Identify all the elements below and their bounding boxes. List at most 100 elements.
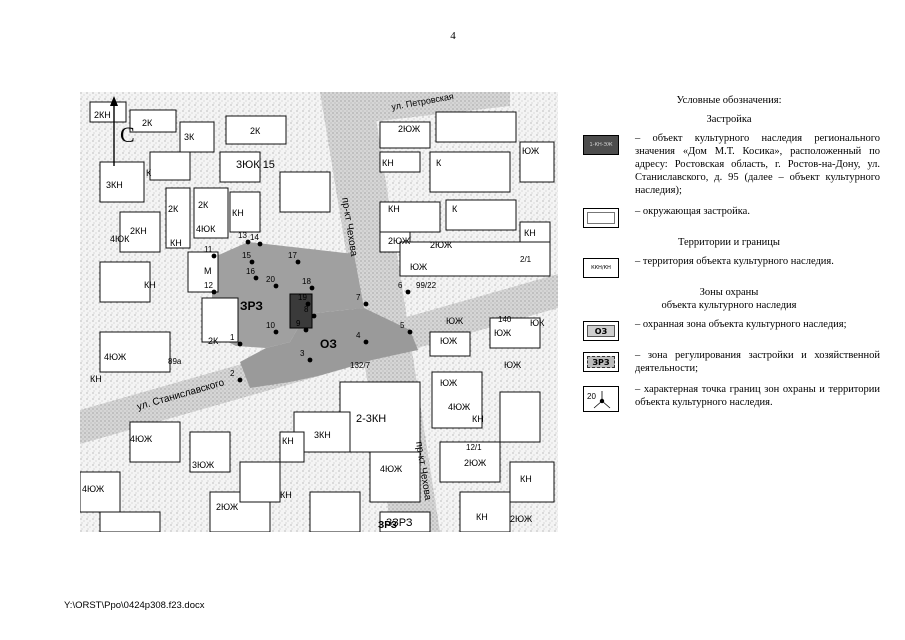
- boundary-point-marker: [295, 259, 301, 265]
- legend-text: – окружающая застройка.: [635, 206, 750, 217]
- boundary-point-marker: [303, 327, 309, 333]
- building-label: КН: [280, 490, 292, 500]
- legend-section-borders: Территории и границы: [678, 237, 780, 248]
- building: [509, 461, 555, 503]
- building: [99, 331, 171, 373]
- building: [279, 431, 305, 463]
- building: [445, 199, 517, 231]
- boundary-point-marker: [311, 313, 317, 319]
- building: [369, 451, 421, 503]
- building-label: 3КН: [106, 180, 123, 190]
- building-label: 2ЮЖ: [398, 124, 421, 134]
- building-label: 4ЮК: [110, 234, 130, 244]
- building: [89, 101, 127, 123]
- building-label: 4ЮЖ: [448, 402, 471, 412]
- boundary-point-marker: [305, 301, 311, 307]
- building-label: КН: [232, 208, 244, 218]
- building-label: КН: [524, 228, 536, 238]
- address-label: 2/1: [520, 255, 532, 264]
- north-arrow: С: [110, 96, 135, 166]
- building-label: ЮЖ: [446, 316, 464, 326]
- building-label: КН: [472, 414, 484, 424]
- building-label: К: [452, 204, 458, 214]
- legend-item-surrounding: – окружающая застройка.: [578, 205, 880, 228]
- boundary-point-number: 20: [266, 275, 275, 284]
- boundary-point-number: 7: [356, 293, 361, 302]
- boundary-point-number: 1: [230, 333, 235, 342]
- boundary-point-marker: [257, 241, 263, 247]
- building-label: ЮЖ: [440, 378, 458, 388]
- legend-section-buildings: Застройка: [706, 114, 752, 125]
- buildings-layer: [80, 101, 555, 532]
- address-label: 12/1: [466, 443, 482, 452]
- boundary-point-marker: [211, 253, 217, 259]
- building: [119, 211, 161, 253]
- address-label: 99/22: [416, 281, 437, 290]
- building: [459, 491, 511, 532]
- building-label: К: [436, 158, 442, 168]
- legend-text: – территория объекта культурного наследи…: [635, 256, 834, 267]
- building-label: 2ЮЖ: [216, 502, 239, 512]
- building-label: КН: [90, 374, 102, 384]
- building: [379, 511, 431, 532]
- legend-text: – объект культурного наследия региональн…: [635, 133, 880, 196]
- building-label: КН: [388, 204, 400, 214]
- building: [179, 121, 215, 153]
- building-label: 2ЮЖ: [430, 240, 453, 250]
- building: [229, 191, 261, 233]
- building: [99, 161, 145, 203]
- surrounding-building-swatch: [583, 208, 619, 228]
- building: [129, 109, 177, 133]
- boundary-point-marker: [407, 329, 413, 335]
- boundary-point-number: 8: [304, 305, 309, 314]
- building-label: 4ЮЖ: [104, 352, 127, 362]
- building: [279, 171, 331, 213]
- boundary-point-marker: [405, 289, 411, 295]
- building-label: 3ЮЖ: [192, 460, 215, 470]
- legend-title: Условные обозначения:: [676, 95, 782, 106]
- boundary-point-number: 13: [238, 231, 247, 240]
- building-label: 2КН: [130, 226, 147, 236]
- boundary-point-swatch: 20: [583, 386, 619, 412]
- street-petrovskaya: [370, 92, 510, 122]
- building: [165, 187, 191, 249]
- boundary-point-marker: [211, 289, 217, 295]
- building-label: 2ЮЖ: [464, 458, 487, 468]
- building-label: ЮЖ: [504, 360, 522, 370]
- building-label: 3К: [184, 132, 195, 142]
- building: [187, 251, 219, 293]
- building-label: 4ЮК: [196, 224, 216, 234]
- boundary-point-marker: [253, 275, 259, 281]
- building-label: КН: [282, 436, 294, 446]
- boundary-point-number: 16: [246, 267, 255, 276]
- building-label: 2-3КН: [356, 413, 386, 425]
- boundary-point-number: 6: [398, 281, 403, 290]
- building-label: 2К: [198, 200, 209, 210]
- building: [99, 511, 161, 532]
- building-label: М: [204, 266, 212, 276]
- building-label: К: [146, 168, 152, 178]
- territory-swatch: ККН/КН: [583, 258, 619, 278]
- boundary-point-marker: [273, 329, 279, 335]
- regulation-zone-swatch: ЗРЗ: [583, 352, 619, 372]
- building-label: ЮЖ: [410, 262, 428, 272]
- building-label: 4ЮЖ: [130, 434, 153, 444]
- boundary-point-marker: [307, 357, 313, 363]
- building-label: 4ЮЖ: [82, 484, 105, 494]
- building-label: ЮК: [530, 318, 545, 328]
- boundary-point-swatch-label: 20: [587, 392, 596, 401]
- building-label: ЮЖ: [522, 146, 540, 156]
- boundary-point-number: 2: [230, 369, 235, 378]
- boundary-point-number: 18: [302, 277, 311, 286]
- address-label: 132/7: [350, 361, 371, 370]
- boundary-point-number: 12: [204, 281, 213, 290]
- boundary-point-number: 17: [288, 251, 297, 260]
- building: [309, 491, 361, 532]
- building: [239, 461, 281, 503]
- boundary-point-number: 15: [242, 251, 251, 260]
- legend-section-zones-2: объекта культурного наследия: [661, 300, 797, 311]
- address-label: 140: [498, 315, 512, 324]
- legend-text: – характерная точка границ зон охраны и …: [635, 384, 880, 408]
